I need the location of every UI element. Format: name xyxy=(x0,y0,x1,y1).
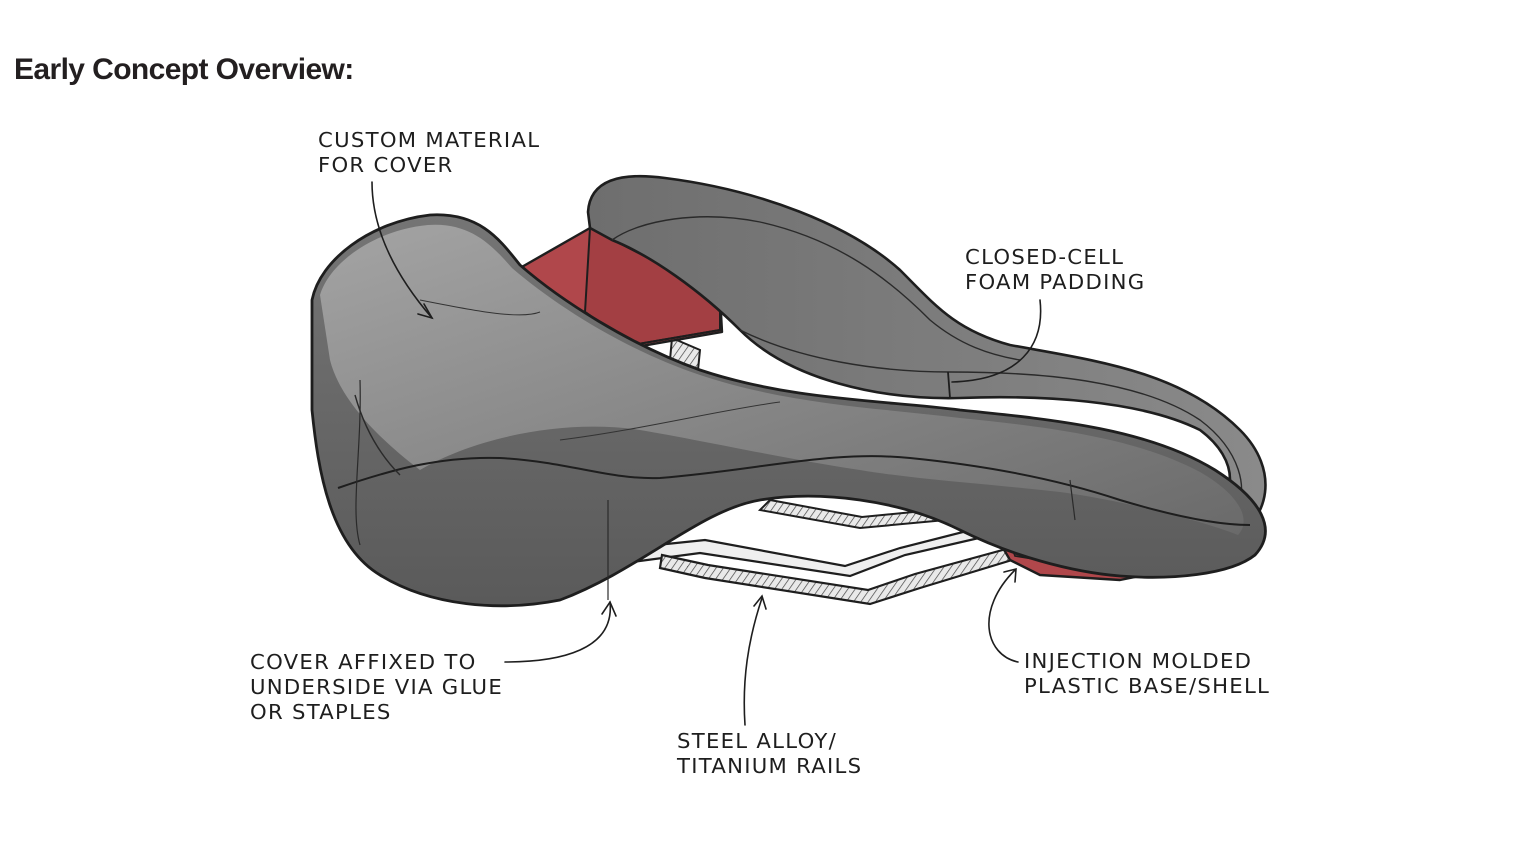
arrowhead-base xyxy=(1003,567,1017,583)
arrow-base xyxy=(988,569,1019,663)
arrowhead-cover-material xyxy=(417,303,434,320)
callout-rails: STEEL ALLOY/ TITANIUM RAILS xyxy=(677,729,862,779)
callout-base-shell: INJECTION MOLDED PLASTIC BASE/SHELL xyxy=(1024,649,1270,699)
callout-line: TITANIUM RAILS xyxy=(677,754,863,778)
callout-line: INJECTION MOLDED xyxy=(1024,649,1253,673)
callout-line: OR STAPLES xyxy=(250,700,392,724)
saddle-far-wing xyxy=(586,174,1267,542)
callout-line: CUSTOM MATERIAL xyxy=(318,128,541,152)
callout-line: COVER AFFIXED TO xyxy=(250,650,477,674)
callout-line: FOAM PADDING xyxy=(965,270,1146,294)
arrowhead-affix xyxy=(601,600,617,617)
callout-foam-padding: CLOSED-CELL FOAM PADDING xyxy=(965,245,1145,295)
page-title: Early Concept Overview: xyxy=(14,53,354,86)
callout-line: STEEL ALLOY/ xyxy=(677,729,838,753)
arrowhead-rails xyxy=(753,594,767,610)
callout-cover-material: CUSTOM MATERIAL FOR COVER xyxy=(318,128,540,178)
callout-arrows xyxy=(371,181,1042,726)
callout-line: PLASTIC BASE/SHELL xyxy=(1024,674,1271,698)
saddle-near-wing xyxy=(310,213,1267,608)
arrow-affix xyxy=(504,601,611,663)
arrow-foam xyxy=(951,299,1042,383)
arrow-cover-material xyxy=(371,181,433,319)
callout-line: UNDERSIDE VIA GLUE xyxy=(250,675,503,699)
callout-line: CLOSED-CELL xyxy=(965,245,1125,269)
callout-line: FOR COVER xyxy=(318,153,454,177)
arrow-rails xyxy=(743,597,763,726)
callout-cover-affixed: COVER AFFIXED TO UNDERSIDE VIA GLUE OR S… xyxy=(250,650,503,725)
